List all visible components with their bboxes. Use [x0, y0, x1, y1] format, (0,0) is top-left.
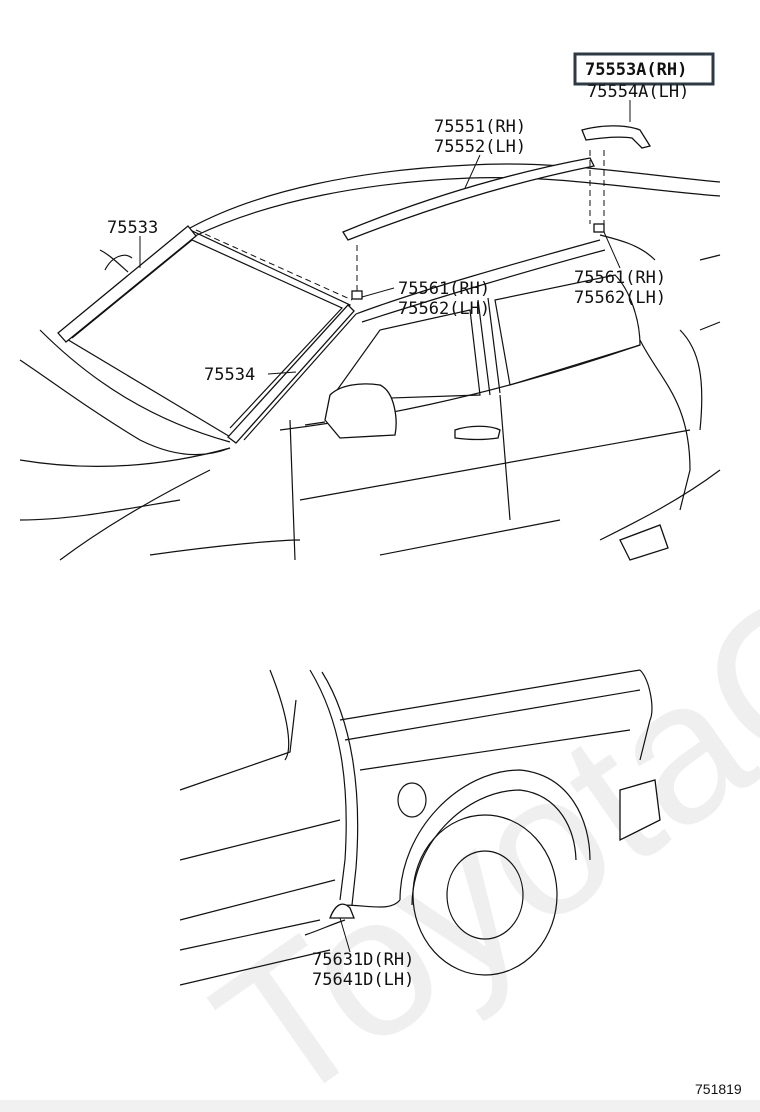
bottom-strip — [0, 1100, 760, 1112]
label-75561-rh-rear[interactable]: 75561(RH) — [574, 268, 666, 288]
label-75533[interactable]: 75533 — [107, 218, 158, 238]
part-75533-windshield-molding — [57, 225, 197, 343]
part-75631d-quarter-molding — [329, 903, 355, 919]
cab-illustration — [19, 163, 721, 561]
label-75641d-lh[interactable]: 75641D(LH) — [312, 970, 414, 990]
clip-front-75561 — [351, 290, 363, 300]
label-75631d-rh[interactable]: 75631D(RH) — [312, 950, 414, 970]
label-75562-lh-front[interactable]: 75562(LH) — [398, 299, 490, 319]
clip-rear-75561 — [593, 223, 605, 233]
watermark-text: ToyotaC — [178, 545, 760, 1112]
part-75553a-roof-molding-end — [581, 125, 652, 149]
label-75561-rh-front[interactable]: 75561(RH) — [398, 279, 490, 299]
highlight-box — [573, 52, 715, 86]
label-75553a-rh[interactable]: 75553A(RH) — [585, 60, 687, 80]
label-75562-lh-rear[interactable]: 75562(LH) — [574, 288, 666, 308]
diagram-number: 751819 — [695, 1081, 742, 1097]
label-75554a-lh[interactable]: 75554A(LH) — [587, 82, 689, 102]
part-75534-pillar-molding — [227, 304, 355, 444]
rear-quarter-illustration — [179, 669, 661, 986]
part-75551-roof-drip-molding — [342, 157, 595, 241]
label-75534[interactable]: 75534 — [204, 365, 255, 385]
label-75552-lh[interactable]: 75552(LH) — [434, 137, 526, 157]
label-75551-rh[interactable]: 75551(RH) — [434, 117, 526, 137]
